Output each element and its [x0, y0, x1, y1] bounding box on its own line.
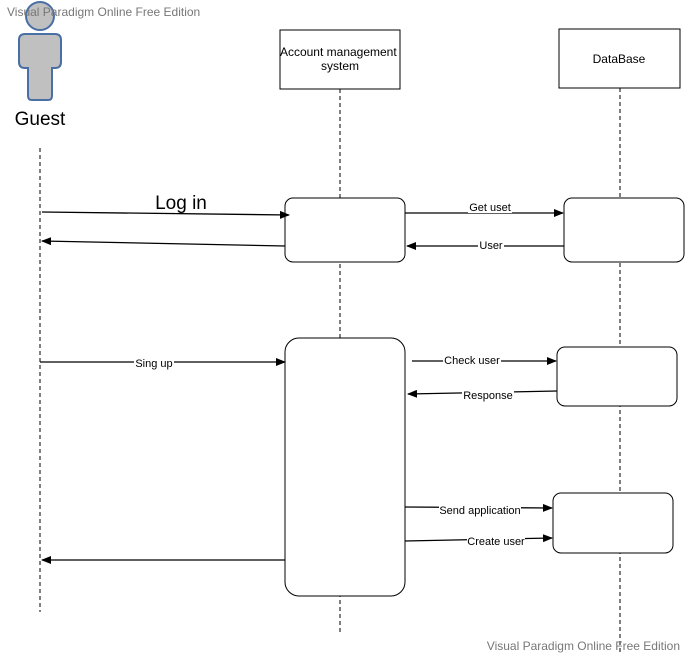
database-activation-get-user — [563, 197, 685, 263]
system-activation-login — [284, 197, 406, 263]
get-user-label: Get uset — [469, 202, 511, 214]
watermark-top: Visual Paradigm Online Free Edition — [7, 5, 200, 19]
response-label: Response — [463, 390, 513, 402]
check-user-label: Check user — [444, 355, 500, 367]
user-return-label: User — [479, 240, 503, 252]
database-activation-create-user — [552, 492, 674, 554]
signup-label: Sing up — [135, 358, 172, 370]
watermark-bottom: Visual Paradigm Online Free Edition — [487, 639, 680, 653]
send-application-label: Send application — [439, 505, 520, 517]
system-header-box — [279, 29, 401, 90]
create-user-label: Create user — [467, 536, 525, 548]
login-label: Log in — [155, 193, 207, 214]
system-activation-signup — [284, 337, 406, 597]
login-arrow — [41, 210, 290, 219]
person-actor-icon — [18, 1, 62, 101]
actor-label: Guest — [15, 109, 66, 130]
system-header-label: Account management system — [280, 45, 400, 73]
database-activation-check-user — [556, 346, 678, 407]
database-header-label: DataBase — [593, 52, 646, 66]
login-return-arrow — [41, 237, 286, 247]
database-header-box — [558, 28, 681, 89]
